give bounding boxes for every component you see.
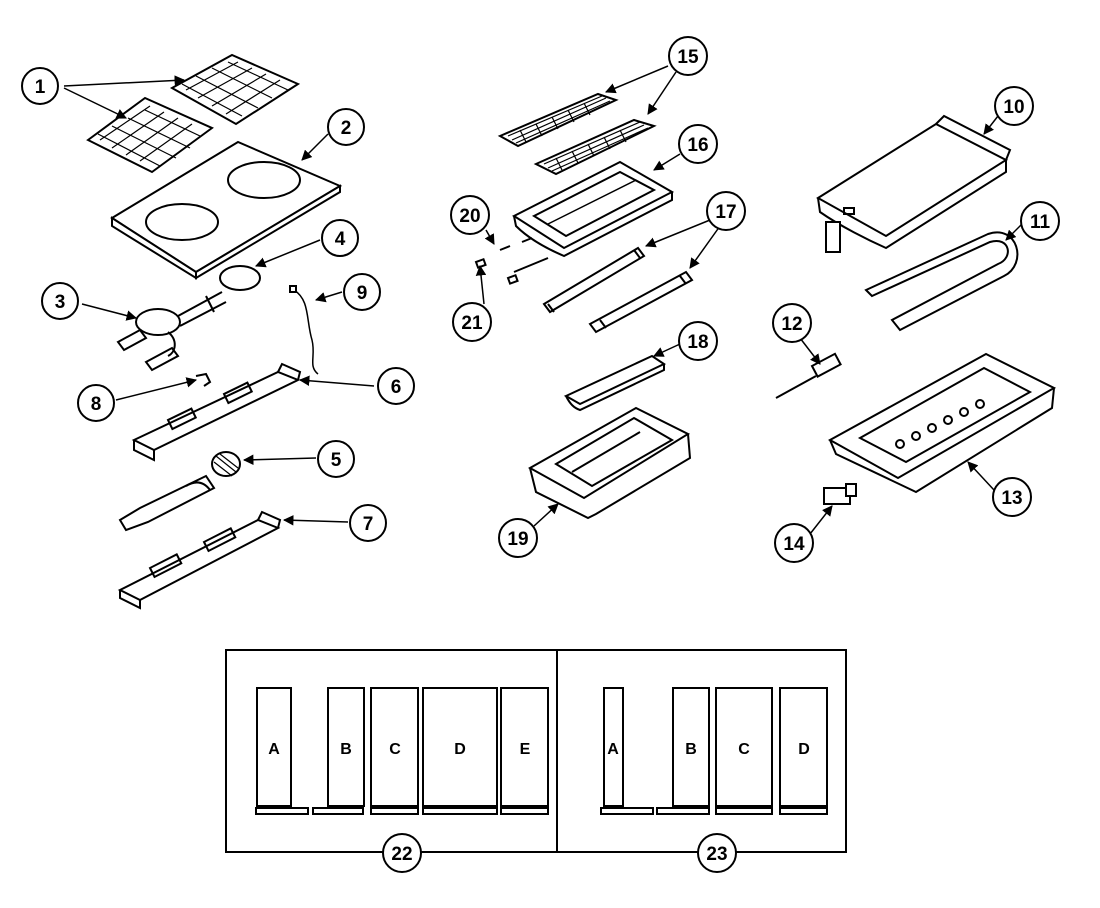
panel-23-section-c: C xyxy=(715,687,773,815)
part-bracket-lower xyxy=(117,510,282,610)
callout-14: 14 xyxy=(774,523,814,563)
svg-text:C: C xyxy=(738,741,750,758)
svg-text:21: 21 xyxy=(461,313,483,334)
part-burner-box xyxy=(827,352,1057,494)
part-cooktop-plate xyxy=(110,140,343,280)
callout-23: 23 xyxy=(697,833,737,873)
callout-8: 8 xyxy=(77,384,115,422)
svg-text:5: 5 xyxy=(331,450,342,471)
part-grill-pan xyxy=(527,406,692,520)
part-bracket-upper xyxy=(131,362,302,462)
part-grill-grate-upper xyxy=(497,92,619,148)
part-pins xyxy=(474,237,549,285)
svg-text:23: 23 xyxy=(706,844,727,865)
callout-3: 3 xyxy=(41,282,79,320)
svg-text:C: C xyxy=(389,741,401,758)
callout-15: 15 xyxy=(668,36,708,76)
svg-text:3: 3 xyxy=(55,292,66,313)
svg-text:A: A xyxy=(607,741,619,758)
part-burner-tube xyxy=(118,451,241,532)
svg-text:6: 6 xyxy=(391,377,402,398)
svg-text:B: B xyxy=(340,741,352,758)
leader-lines xyxy=(63,65,1023,535)
callout-1: 1 xyxy=(21,67,59,105)
svg-text:B: B xyxy=(685,741,697,758)
panel-23-section-a: A xyxy=(600,687,654,815)
panel-23-section-b: B xyxy=(656,687,710,815)
part-clip xyxy=(195,372,212,387)
part-grill-grate-lower xyxy=(533,118,657,176)
callout-20: 20 xyxy=(450,195,490,235)
callout-13: 13 xyxy=(992,477,1032,517)
part-u-burner xyxy=(864,231,1019,332)
callout-19: 19 xyxy=(498,518,538,558)
svg-text:8: 8 xyxy=(91,394,102,415)
svg-text:22: 22 xyxy=(391,844,412,865)
svg-text:D: D xyxy=(454,741,466,758)
svg-text:18: 18 xyxy=(687,332,708,353)
part-wire xyxy=(289,285,319,375)
part-igniter-probe xyxy=(775,352,842,399)
svg-text:13: 13 xyxy=(1001,488,1022,509)
part-grate-right xyxy=(169,53,301,126)
svg-text:15: 15 xyxy=(677,47,699,68)
panel-22-section-d: D xyxy=(422,687,498,815)
part-switch xyxy=(823,483,857,505)
svg-text:2: 2 xyxy=(341,118,352,139)
callout-7: 7 xyxy=(349,504,387,542)
panel-23: A B C D xyxy=(600,687,828,815)
svg-text:14: 14 xyxy=(783,534,805,555)
svg-text:12: 12 xyxy=(781,314,802,335)
panel-23-section-d: D xyxy=(779,687,828,815)
callout-18: 18 xyxy=(678,321,718,361)
part-burner-assembly xyxy=(116,265,261,372)
svg-text:19: 19 xyxy=(507,529,528,550)
panel-22-section-b: B xyxy=(312,687,365,815)
svg-text:20: 20 xyxy=(459,206,480,227)
svg-text:E: E xyxy=(520,741,531,758)
svg-text:7: 7 xyxy=(363,514,374,535)
svg-text:D: D xyxy=(798,741,810,758)
part-rod-upper xyxy=(542,246,646,314)
part-rod-lower xyxy=(588,270,694,334)
panel-22: A B C D E xyxy=(255,687,549,815)
svg-text:16: 16 xyxy=(687,135,708,156)
callout-22: 22 xyxy=(382,833,422,873)
svg-text:1: 1 xyxy=(35,77,46,98)
svg-text:4: 4 xyxy=(335,229,346,250)
callout-10: 10 xyxy=(994,86,1034,126)
svg-text:17: 17 xyxy=(715,202,736,223)
callout-6: 6 xyxy=(377,367,415,405)
callout-11: 11 xyxy=(1020,201,1060,241)
callout-2: 2 xyxy=(327,108,365,146)
svg-text:A: A xyxy=(268,741,280,758)
callout-4: 4 xyxy=(321,219,359,257)
panel-22-section-c: C xyxy=(370,687,419,815)
panel-22-section-e: E xyxy=(500,687,549,815)
panel-group-22-23 xyxy=(225,649,847,853)
callout-5: 5 xyxy=(317,440,355,478)
part-heat-shield xyxy=(563,354,667,412)
callout-9: 9 xyxy=(343,273,381,311)
callout-17: 17 xyxy=(706,191,746,231)
callout-16: 16 xyxy=(678,124,718,164)
svg-text:10: 10 xyxy=(1003,97,1024,118)
panel-22-section-a: A xyxy=(255,687,309,815)
svg-text:9: 9 xyxy=(357,283,368,304)
part-grill-tray xyxy=(511,160,675,258)
callout-21: 21 xyxy=(452,302,492,342)
svg-text:11: 11 xyxy=(1030,212,1051,233)
callout-12: 12 xyxy=(772,303,812,343)
part-griddle xyxy=(816,114,1012,253)
